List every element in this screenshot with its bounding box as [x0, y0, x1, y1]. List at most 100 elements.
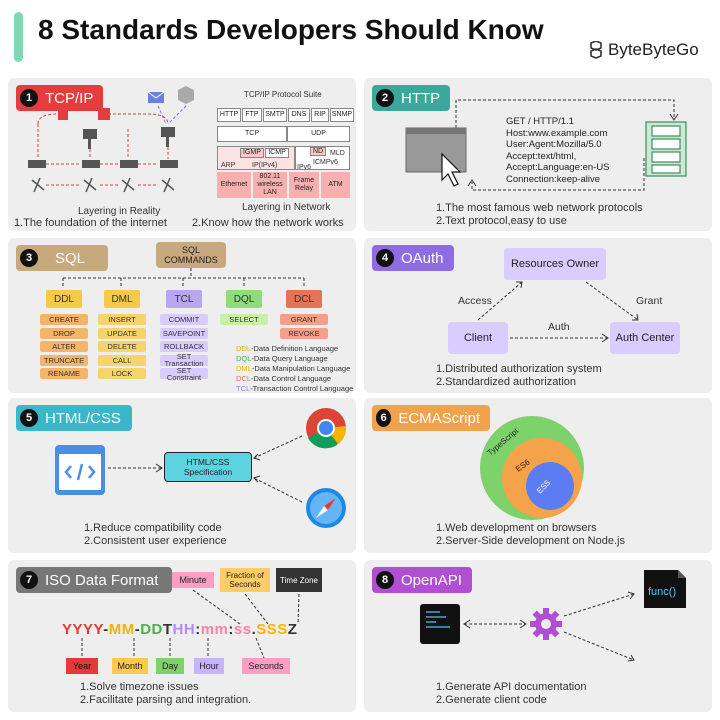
- sql-command-item: TRUNCATE: [40, 354, 88, 366]
- resources-owner-box: Resources Owner: [504, 248, 606, 280]
- sql-command-item: DROP: [40, 327, 88, 339]
- network-reality-diagram: [28, 86, 194, 193]
- section-title: HTML/CSS: [45, 409, 121, 427]
- http-diagram: [405, 99, 687, 191]
- panel-htmlcss: 5 HTML/CSS HTML/CSS Specification 1.Redu…: [8, 398, 356, 553]
- sql-command-item: SELECT: [220, 314, 268, 325]
- html-css-spec-box: HTML/CSS Specification: [164, 452, 252, 482]
- brand-name: ByteByteGo: [608, 40, 699, 59]
- chrome-icon: [306, 408, 347, 449]
- section-title: HTTP: [401, 89, 441, 107]
- openapi-diagram: [420, 570, 686, 662]
- request-line: Connection:keep-alive: [506, 173, 601, 185]
- legend-line: DML-Data Manipulation Language: [236, 364, 351, 373]
- brand-logo: ByteByteGo: [588, 40, 699, 60]
- htmlcss-arrows: [108, 408, 347, 528]
- section-number: 5: [20, 409, 38, 427]
- section-title: OAuth: [401, 249, 444, 267]
- ipv6-label: IPv6: [297, 164, 312, 171]
- section-badge-http: 2 HTTP: [372, 85, 451, 111]
- request-line: Accept:text/html,: [506, 150, 577, 162]
- sql-command-item: ROLLBACK: [160, 341, 208, 352]
- request-line: User:Agent:Mozilla/5.0: [506, 139, 602, 150]
- sql-group-ddl: DDL: [46, 290, 82, 308]
- mailbox-icon: [83, 129, 97, 149]
- panel-oauth: 4 OAuth Resources Owner Client Auth Cent…: [364, 238, 712, 393]
- section-title: OpenAPI: [401, 571, 462, 589]
- seconds-label: Seconds: [242, 658, 290, 674]
- mail-icon: [58, 110, 68, 120]
- legend-line: DQL-Data Query Language: [236, 354, 328, 363]
- section-number: 4: [376, 249, 394, 267]
- section-badge-htmlcss: 5 HTML/CSS: [16, 405, 132, 431]
- package-icon: [178, 86, 194, 104]
- protocol-cell: SNMP: [330, 108, 354, 122]
- grant-label: Grant: [636, 295, 663, 307]
- sql-group-dml: DML: [104, 290, 140, 308]
- auth-label: Auth: [548, 321, 570, 333]
- section-number: 8: [376, 571, 394, 589]
- section-badge-oauth: 4 OAuth: [372, 245, 454, 271]
- note-2: 2.Server-Side development on Node.js: [436, 535, 625, 547]
- iso-format-string: YYYY-MM-DDTHH:mm:ss.SSSZ: [62, 621, 298, 638]
- http-request-text: GET / HTTP/1.1 Host:www.example.com User…: [506, 116, 610, 185]
- hour-label: Hour: [194, 658, 224, 674]
- sql-command-item: CREATE: [40, 314, 88, 325]
- mailbox-icon: [161, 127, 175, 147]
- access-label: Access: [458, 295, 492, 307]
- title-accent-bar: [14, 12, 23, 62]
- note-2: 2.Facilitate parsing and integration.: [80, 694, 252, 706]
- sql-command-item: UPDATE: [98, 327, 146, 339]
- year-label: Year: [66, 658, 98, 674]
- func-label: func(): [648, 586, 677, 598]
- section-badge-iso: 7 ISO Data Format: [16, 567, 172, 593]
- protocol-cell: FTP: [242, 108, 262, 122]
- sql-command-item: REVOKE: [280, 327, 328, 339]
- sql-command-item: SAVEPOINT: [160, 327, 208, 339]
- panel-openapi: 8 OpenAPI func() 1.Generate API document…: [364, 560, 712, 712]
- legend-line: DCL-Data Control Language: [236, 374, 332, 383]
- note-2: 2.Text protocol,easy to use: [436, 215, 567, 227]
- sql-command-item: ALTER: [40, 341, 88, 352]
- note-2: 2.Consistent user experience: [84, 535, 227, 547]
- sql-command-item: INSERT: [98, 314, 146, 325]
- protocol-cell: RIP: [311, 108, 329, 122]
- month-label: Month: [112, 658, 148, 674]
- protocol-cell: DNS: [288, 108, 310, 122]
- sql-group-dql: DQL: [226, 290, 262, 308]
- section-badge-tcpip: 1 TCP/IP: [16, 85, 104, 111]
- fraction-label: Fraction of Seconds: [220, 568, 270, 592]
- sql-command-item: LOCK: [98, 368, 146, 379]
- section-number: 6: [376, 409, 392, 427]
- note-2: 2.Standardized authorization: [436, 376, 577, 388]
- sql-command-item: SET Transaction: [160, 353, 208, 367]
- iso-connectors: [81, 589, 300, 659]
- mail-icon: [147, 91, 165, 103]
- request-line: GET / HTTP/1.1: [506, 116, 574, 127]
- note-1: 1.Generate API documentation: [436, 681, 587, 693]
- note-1: 1.Web development on browsers: [436, 522, 597, 534]
- sql-commands-box: SQL COMMANDS: [156, 242, 226, 268]
- panel-iso: 7 ISO Data Format Minute Fraction of Sec…: [8, 560, 356, 712]
- panel-http: 2 HTTP GET / HTTP/1.1 Host:www.example.c…: [364, 78, 712, 231]
- gear-icon: [530, 608, 562, 640]
- safari-icon: [306, 488, 346, 528]
- layering-reality-label: Layering in Reality: [78, 206, 161, 217]
- ipv4-label: IP(IPv4): [252, 162, 278, 169]
- sql-command-item: GRANT: [280, 314, 328, 325]
- browser-window-icon: [405, 127, 467, 187]
- note-1: 1.Distributed authorization system: [436, 363, 602, 375]
- section-title: SQL: [55, 249, 86, 267]
- icmpv6-label: ICMPv6: [313, 159, 338, 166]
- sql-connectors: [62, 268, 305, 288]
- icmp-cell: ICMP: [265, 148, 289, 158]
- frame-relay-cell: Frame Relay: [289, 172, 319, 198]
- section-title: ISO Data Format: [45, 571, 159, 589]
- document-icon: [644, 570, 686, 608]
- wireless-cell: 802.11 wireless LAN: [253, 172, 287, 198]
- sql-group-tcl: TCL: [166, 290, 202, 308]
- tcp-cell: TCP: [217, 126, 287, 142]
- oauth-arrows: [477, 281, 639, 343]
- package-icon: [98, 108, 110, 120]
- client-box: Client: [448, 322, 508, 354]
